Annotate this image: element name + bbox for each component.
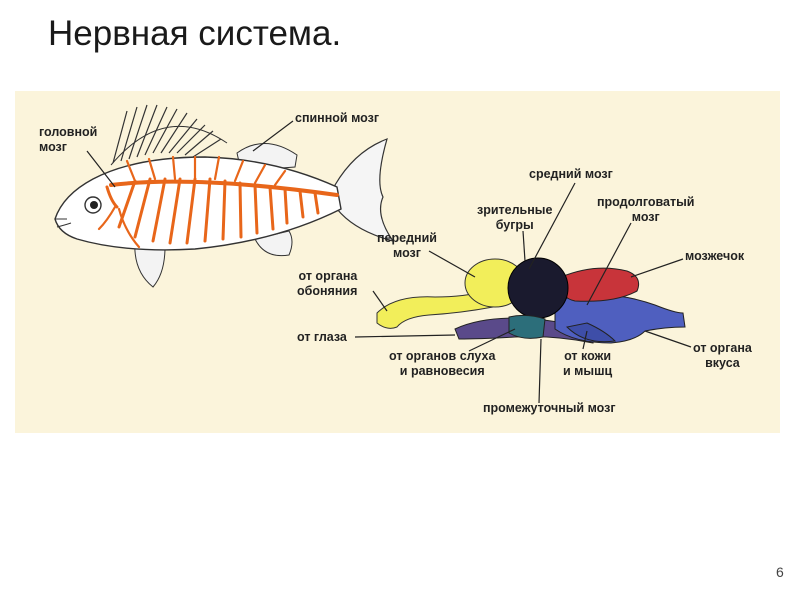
fish-illustration <box>54 104 395 288</box>
label-perednii-mozg: передний мозг <box>377 231 437 260</box>
slide-title: Нервная система. <box>48 14 342 53</box>
label-mozzhechok: мозжечок <box>685 249 745 263</box>
medulla <box>554 294 686 344</box>
label-ot-organa-vkusa: от органа вкуса <box>693 341 752 370</box>
diencephalon <box>508 314 546 339</box>
leader-lines <box>86 120 692 404</box>
label-srednii-mozg: средний мозг <box>529 167 613 181</box>
label-prodolgovatyi-mozg: продолговатый мозг <box>597 195 695 224</box>
fish-nerves <box>97 155 339 249</box>
label-ot-kozhi: от кожи и мышц <box>563 349 613 378</box>
page-number: 6 <box>776 564 784 580</box>
brain-illustration <box>376 257 686 344</box>
midbrain <box>507 257 569 319</box>
cerebellum <box>559 267 640 302</box>
label-zritelnye-bugry: зрительные бугры <box>477 203 553 232</box>
dorsal-fin <box>110 104 228 166</box>
label-ot-organov-slukha: от органов слуха и равновесия <box>389 349 496 378</box>
diagram-panel: головной мозг спинной мозг средний мозг … <box>15 91 780 433</box>
label-golovnoi-mozg: головной мозг <box>39 125 98 154</box>
olfactory-tract <box>376 290 494 329</box>
pelvic-fin <box>134 240 166 288</box>
label-promezhutochnyi-mozg: промежуточный мозг <box>483 401 616 415</box>
tail-fin <box>334 138 395 242</box>
label-spinnoi-mozg: спинной мозг <box>295 111 380 125</box>
label-ot-glaza: от глаза <box>297 330 347 344</box>
diagram-canvas <box>54 104 692 404</box>
label-ot-organa-obonyaniya: от органа обоняния <box>297 269 358 298</box>
